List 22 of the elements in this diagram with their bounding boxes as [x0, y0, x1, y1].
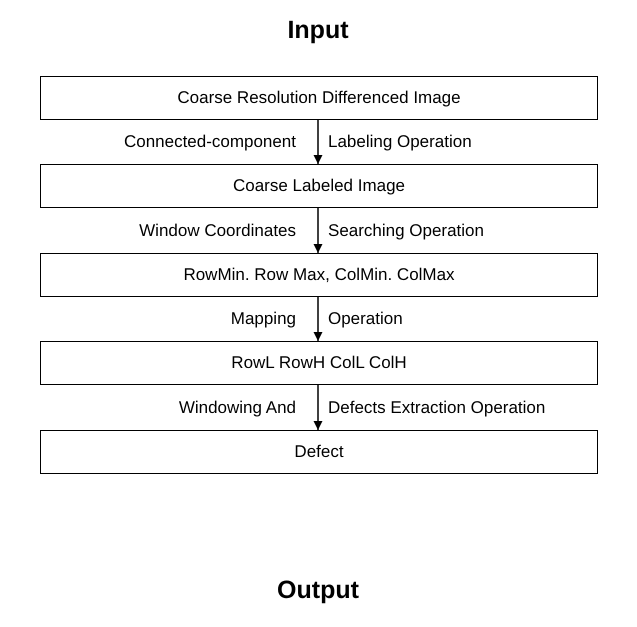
- arrow: [314, 297, 322, 341]
- step-annotation: Labeling Operation: [328, 132, 472, 152]
- arrow: [314, 208, 322, 253]
- process-box: [40, 76, 598, 120]
- box-label: RowL RowH ColL ColH: [231, 353, 407, 373]
- box-label: Coarse Labeled Image: [232, 176, 405, 196]
- arrow: [314, 120, 322, 164]
- step-annotation: Connected-component: [124, 132, 296, 152]
- box-label: Defect: [294, 442, 344, 462]
- step-annotation: Searching Operation: [328, 220, 484, 240]
- step-annotation: Windowing And: [178, 398, 296, 418]
- arrow: [314, 385, 322, 430]
- step-annotation: Defects Extraction Operation: [328, 398, 546, 418]
- process-box: [40, 430, 598, 474]
- step-annotation: Window Coordinates: [139, 220, 296, 240]
- box-label: RowMin. Row Max, ColMin. ColMax: [183, 265, 455, 285]
- process-box: [40, 164, 598, 208]
- step-annotation: Operation: [328, 309, 403, 329]
- step-annotation: Mapping: [230, 309, 296, 329]
- process-box: [40, 253, 598, 297]
- box-label: Coarse Resolution Differenced Image: [177, 88, 461, 108]
- process-box: [40, 341, 598, 385]
